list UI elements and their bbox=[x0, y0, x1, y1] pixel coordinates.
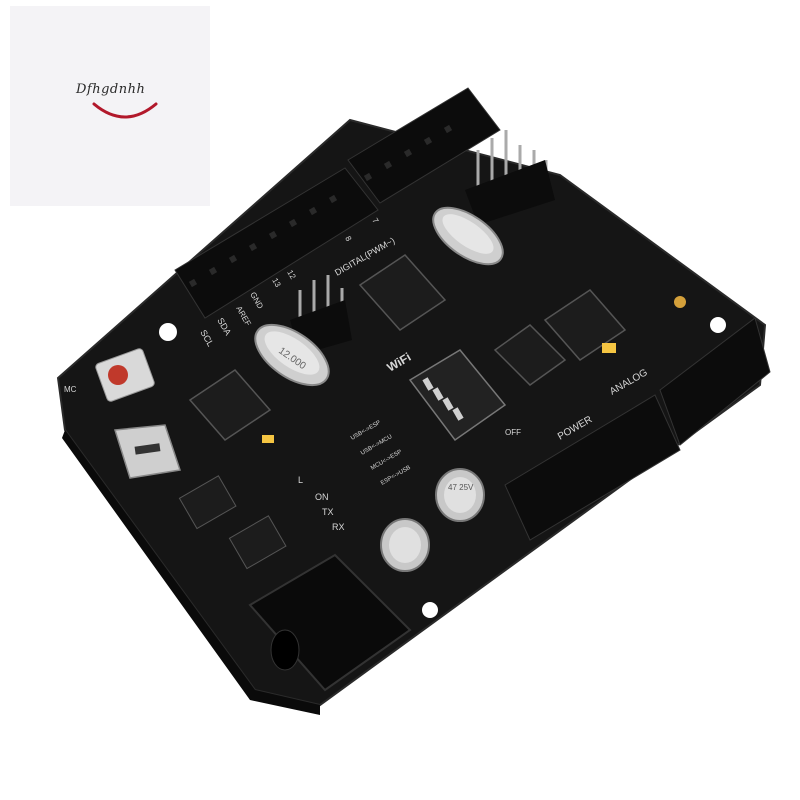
micro-usb-slot bbox=[134, 443, 161, 455]
mounting-hole bbox=[159, 323, 177, 341]
brand-logo-text: Dfhgdnhh bbox=[76, 82, 146, 97]
logo-panel: Dfhgdnhh bbox=[10, 6, 210, 206]
digital-header-left bbox=[174, 167, 379, 319]
mounting-hole bbox=[422, 602, 438, 618]
voltage-regulator bbox=[178, 475, 237, 530]
dip-switch[interactable] bbox=[408, 349, 507, 442]
silk-l: L bbox=[298, 475, 303, 485]
silk-pin8: 8 bbox=[343, 235, 353, 244]
digital-header-right bbox=[347, 87, 501, 204]
crystal-left: 12.000 bbox=[254, 323, 330, 387]
mcu-chip bbox=[358, 254, 447, 331]
silk-mc: MC bbox=[64, 385, 77, 394]
power-led bbox=[262, 435, 274, 443]
reset-button[interactable] bbox=[108, 365, 128, 385]
silk-pin7: 7 bbox=[370, 217, 380, 226]
crystal-right bbox=[432, 206, 504, 266]
silk-on: ON bbox=[315, 492, 329, 502]
dc-power-jack[interactable] bbox=[248, 553, 412, 692]
digital-header-holes bbox=[188, 124, 453, 288]
voltage-regulator-2 bbox=[228, 515, 287, 570]
brand-logo-smile bbox=[92, 102, 158, 119]
power-header bbox=[504, 394, 681, 541]
antenna-connector bbox=[674, 296, 686, 308]
dip-switch-keys bbox=[422, 377, 464, 421]
analog-header bbox=[659, 317, 771, 446]
silk-rx: RX bbox=[332, 522, 345, 532]
esp-chip bbox=[543, 289, 627, 361]
mounting-hole bbox=[710, 317, 726, 333]
status-led bbox=[602, 343, 616, 353]
icsp-base-top bbox=[465, 160, 555, 225]
ch340-chip bbox=[188, 369, 272, 441]
silk-tx: TX bbox=[322, 507, 334, 517]
capacitor-right bbox=[435, 468, 485, 522]
usb-serial-chip bbox=[493, 324, 567, 386]
dc-jack-hole bbox=[270, 629, 300, 671]
capacitor-left bbox=[380, 518, 430, 572]
capacitor-label: 47 25V bbox=[448, 483, 474, 492]
silk-off: OFF bbox=[505, 428, 521, 437]
